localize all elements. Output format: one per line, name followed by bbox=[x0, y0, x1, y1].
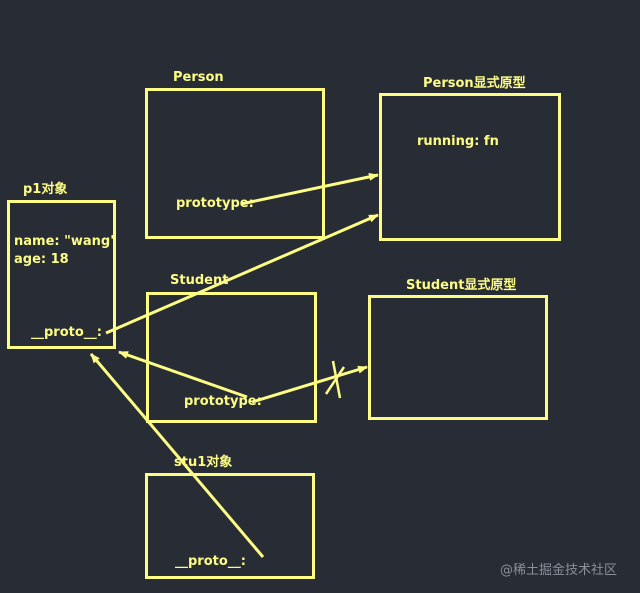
student-box bbox=[146, 292, 317, 423]
person-box bbox=[145, 88, 325, 239]
stu1-proto-field: __proto__: bbox=[175, 554, 246, 569]
person-prototype-box bbox=[379, 93, 561, 241]
arrow-student-prototype-original bbox=[251, 365, 368, 404]
student-prototype-box bbox=[368, 295, 548, 420]
stu1-object-title: stu1对象 bbox=[174, 455, 233, 470]
watermark: @稀土掘金技术社区 bbox=[500, 563, 618, 578]
p1-object-title: p1对象 bbox=[23, 182, 68, 197]
person-title: Person bbox=[173, 70, 224, 85]
arrow-p1-proto bbox=[105, 213, 379, 335]
p1-age-field: age: 18 bbox=[14, 252, 69, 267]
student-prototype-field: prototype: bbox=[184, 394, 262, 409]
student-prototype-title: Student显式原型 bbox=[406, 278, 517, 293]
arrow-student-prototype-to-p1 bbox=[118, 350, 248, 399]
arrow-stu1-proto bbox=[89, 353, 265, 558]
p1-name-field: name: "wang" bbox=[14, 234, 118, 249]
running-method-field: running: fn bbox=[417, 134, 499, 149]
stu1-object-box bbox=[145, 473, 315, 579]
p1-proto-field: __proto__: bbox=[31, 325, 102, 340]
person-prototype-title: Person显式原型 bbox=[423, 76, 526, 91]
student-title: Student bbox=[170, 273, 229, 288]
arrow-person-prototype bbox=[240, 172, 379, 206]
p1-object-box bbox=[7, 200, 116, 349]
person-prototype-field: prototype: bbox=[176, 196, 254, 211]
cross-out-mark bbox=[324, 360, 346, 399]
